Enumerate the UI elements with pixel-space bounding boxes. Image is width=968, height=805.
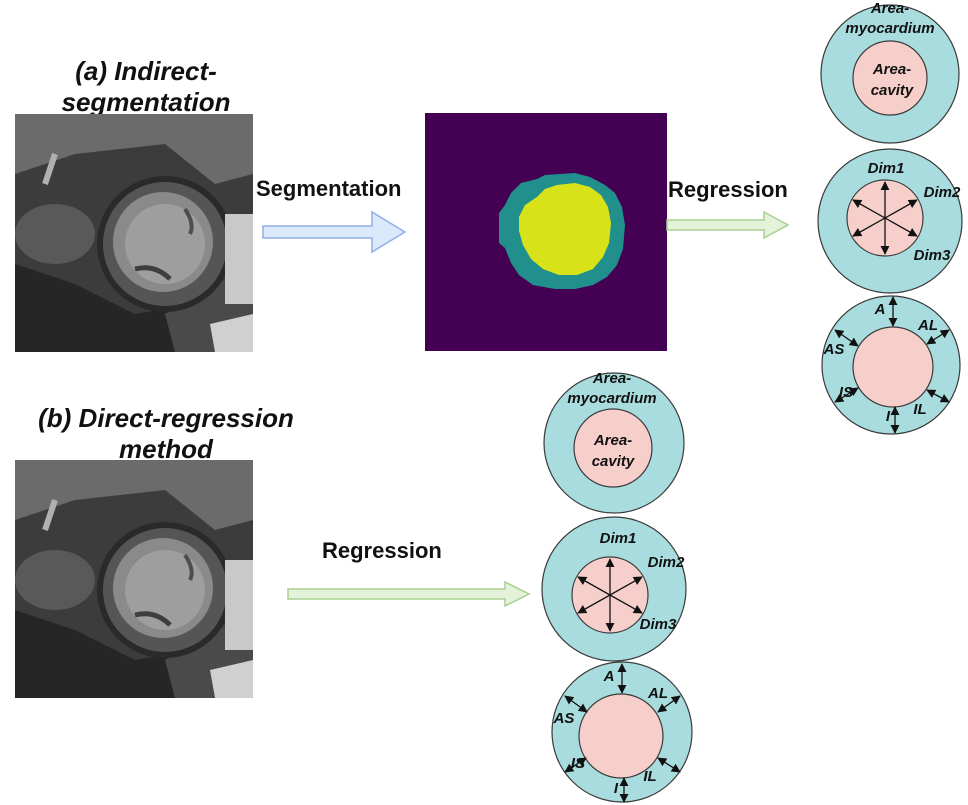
dim3-label: Dim3 xyxy=(914,247,951,264)
cavity-label-line2: cavity xyxy=(871,82,914,99)
wall-diagram-a: A AL AS IS IL I xyxy=(821,295,961,435)
cavity-label-line1: Area- xyxy=(593,432,632,449)
myocardium-label-line2: myocardium xyxy=(845,20,934,37)
il-label: IL xyxy=(913,401,926,418)
myocardium-label-line1: Area- xyxy=(870,0,909,17)
al-arrow xyxy=(657,695,681,713)
regression-arrow-a xyxy=(666,210,790,240)
is-label: IS xyxy=(571,755,585,772)
dim1-label: Dim1 xyxy=(868,160,905,177)
dim1-label: Dim1 xyxy=(600,530,637,547)
i-label: I xyxy=(614,780,619,797)
a-label: A xyxy=(603,668,615,685)
segmentation-mask xyxy=(425,113,667,351)
myocardium-label-line1: Area- xyxy=(592,370,631,387)
al-arrow xyxy=(926,329,950,345)
il-arrow xyxy=(657,757,681,773)
dimension-diagram-a: Dim1 Dim2 Dim3 xyxy=(817,148,963,294)
segmentation-arrow xyxy=(262,210,407,254)
method-b-title-line1: (b) Direct-regression xyxy=(38,403,294,433)
dim2-label: Dim2 xyxy=(648,554,685,571)
cavity-circle xyxy=(573,408,653,488)
is-label: IS xyxy=(839,384,853,401)
regression-label-a: Regression xyxy=(668,177,788,202)
il-arrow xyxy=(926,389,950,403)
regression-label-b: Regression xyxy=(322,538,442,563)
il-label: IL xyxy=(643,768,656,785)
method-b-title: (b) Direct-regression method xyxy=(20,403,312,465)
al-label: AL xyxy=(917,317,938,334)
myocardium-label-line2: myocardium xyxy=(567,390,656,407)
method-b-title-line2: method xyxy=(119,434,213,464)
as-label: AS xyxy=(823,341,845,358)
mri-image-a xyxy=(15,114,253,352)
cavity-circle xyxy=(852,40,928,116)
mri-image-b xyxy=(15,460,253,698)
cavity-label-line1: Area- xyxy=(872,61,911,78)
as-arrow xyxy=(834,329,859,347)
regression-arrow-b xyxy=(287,580,531,608)
dim2-label: Dim2 xyxy=(924,184,961,201)
wall-diagram-b: A AL AS IS IL I xyxy=(551,661,693,803)
dimension-diagram-b: Dim1 Dim2 Dim3 xyxy=(541,516,687,662)
cavity-circle xyxy=(578,693,664,779)
method-a-title-line1: (a) Indirect-segmentation xyxy=(61,56,231,117)
segmentation-label: Segmentation xyxy=(256,176,402,201)
al-label: AL xyxy=(647,685,668,702)
area-diagram-a: Area- myocardium Area- cavity xyxy=(820,0,960,144)
dim3-label: Dim3 xyxy=(640,616,677,633)
i-label: I xyxy=(886,408,891,425)
as-label: AS xyxy=(553,710,575,727)
a-label: A xyxy=(874,301,886,318)
is-arrow xyxy=(834,387,859,403)
as-arrow xyxy=(564,695,588,713)
cavity-circle xyxy=(852,326,934,408)
area-diagram-b: Area- myocardium Area- cavity xyxy=(543,370,685,514)
is-arrow xyxy=(564,757,587,773)
cavity-label-line2: cavity xyxy=(592,453,635,470)
dim3-arrow xyxy=(577,576,643,614)
dim3-arrow xyxy=(852,199,918,237)
